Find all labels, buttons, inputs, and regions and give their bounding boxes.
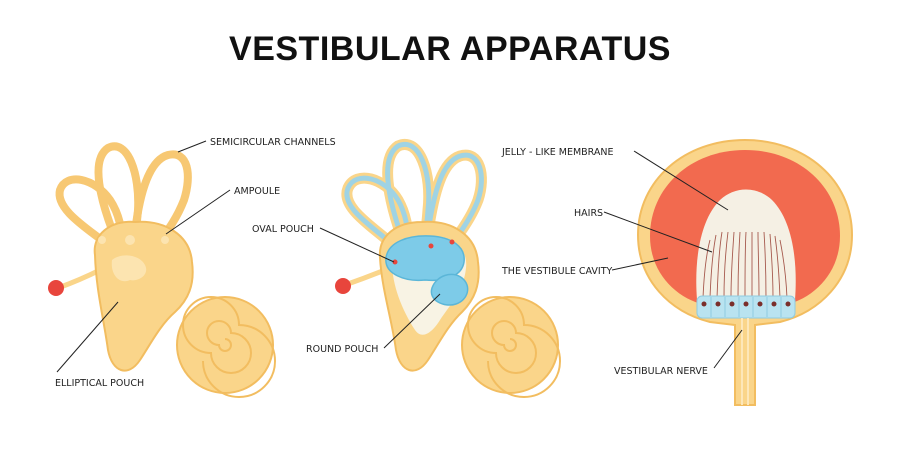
- label-round-pouch: ROUND POUCH: [306, 344, 378, 355]
- label-jelly-like-membrane: JELLY - LIKE MEMBRANE: [501, 147, 613, 158]
- middle-nerve-dot: [335, 278, 351, 294]
- vestibular-nerve-shape: [741, 318, 749, 405]
- label-ampoule: AMPOULE: [234, 186, 280, 197]
- label-vestibule-cavity: THE VESTIBULE CAVITY: [501, 266, 613, 277]
- left-figure: [48, 142, 276, 398]
- diagram-title: VESTIBULAR APPARATUS: [229, 30, 671, 68]
- label-oval-pouch: OVAL POUCH: [252, 224, 314, 235]
- middle-cochlea: [461, 296, 561, 398]
- label-hairs: HAIRS: [574, 208, 603, 219]
- left-cochlea: [176, 296, 276, 398]
- oval-pouch-shape: [385, 235, 465, 282]
- label-elliptical-pouch: ELLIPTICAL POUCH: [55, 378, 144, 389]
- right-figure: [636, 138, 854, 406]
- hair-cell-row: [696, 295, 796, 319]
- leader-lines: [56, 140, 743, 373]
- jelly-membrane-shape: [696, 189, 796, 300]
- label-semicircular-channels: SEMICIRCULAR CHANNELS: [210, 137, 336, 148]
- middle-figure: [335, 138, 561, 398]
- round-pouch-shape: [430, 273, 469, 306]
- label-vestibular-nerve: VESTIBULAR NERVE: [614, 366, 708, 377]
- left-nerve-dot: [48, 280, 64, 296]
- hair-strands: [702, 231, 788, 299]
